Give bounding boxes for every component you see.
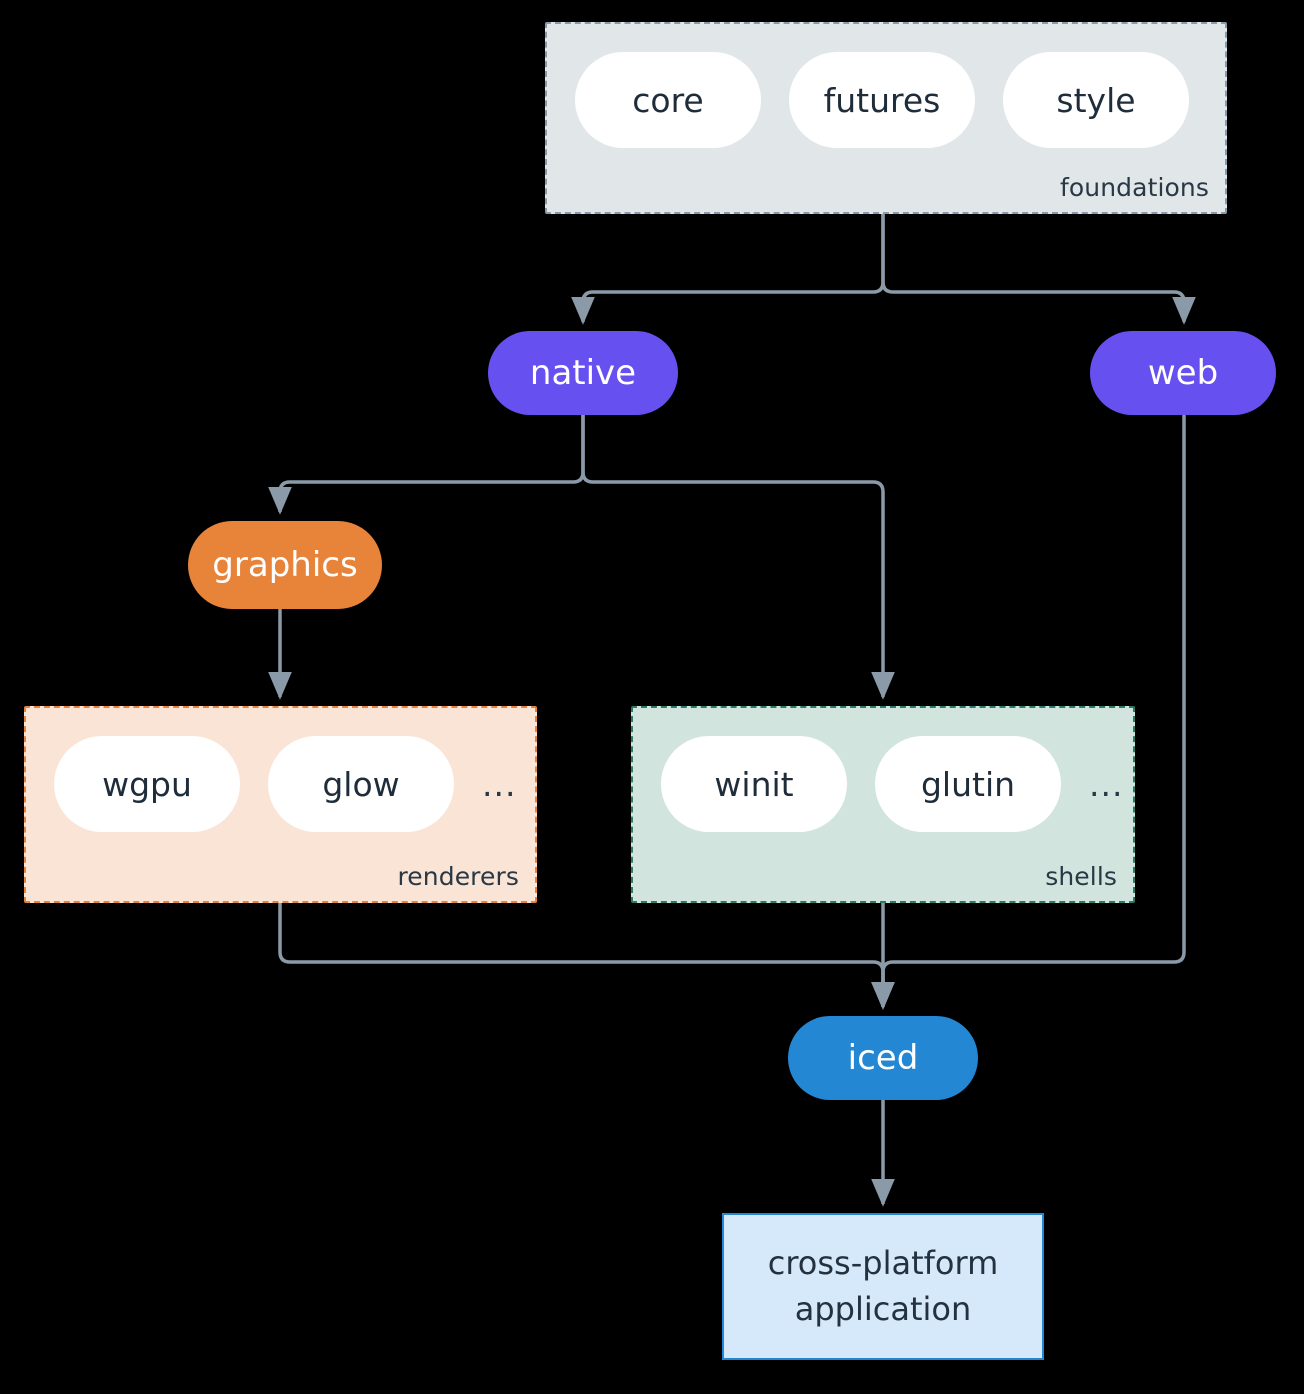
node-web[interactable]: web xyxy=(1090,331,1276,415)
node-wgpu[interactable]: wgpu xyxy=(54,736,240,832)
node-iced[interactable]: iced xyxy=(788,1016,978,1100)
cluster-renderers: wgpu glow ... renderers xyxy=(24,706,537,903)
node-glow[interactable]: glow xyxy=(268,736,454,832)
node-cross-platform-application[interactable]: cross-platform application xyxy=(722,1213,1044,1360)
node-futures[interactable]: futures xyxy=(789,52,975,148)
node-application-line2: application xyxy=(794,1289,972,1328)
cluster-renderers-body: wgpu glow ... xyxy=(26,708,535,901)
node-winit[interactable]: winit xyxy=(661,736,847,832)
node-core[interactable]: core xyxy=(575,52,761,148)
node-web-label: web xyxy=(1147,353,1219,393)
node-style[interactable]: style xyxy=(1003,52,1189,148)
edge-native-graphics xyxy=(268,415,585,515)
node-graphics[interactable]: graphics xyxy=(188,521,382,609)
edge-foundations-web xyxy=(881,214,1196,325)
node-native[interactable]: native xyxy=(488,331,678,415)
node-iced-label: iced xyxy=(847,1038,919,1078)
node-shells-more: ... xyxy=(1089,764,1124,804)
edge-native-shells xyxy=(581,415,895,700)
edge-renderers-iced xyxy=(278,903,895,1010)
edge-foundations-native xyxy=(571,214,885,325)
cluster-foundations-label: foundations xyxy=(1060,173,1209,202)
cluster-foundations: core futures style foundations xyxy=(545,22,1227,214)
cluster-shells-label: shells xyxy=(1045,862,1117,891)
node-renderers-more: ... xyxy=(482,764,517,804)
node-glutin[interactable]: glutin xyxy=(875,736,1061,832)
cluster-shells-body: winit glutin ... xyxy=(633,708,1133,901)
cluster-renderers-label: renderers xyxy=(397,862,519,891)
node-application-line1: cross-platform xyxy=(767,1244,999,1283)
node-graphics-label: graphics xyxy=(212,545,358,585)
cluster-foundations-body: core futures style xyxy=(547,24,1225,212)
node-native-label: native xyxy=(529,353,637,393)
cluster-shells: winit glutin ... shells xyxy=(631,706,1135,903)
